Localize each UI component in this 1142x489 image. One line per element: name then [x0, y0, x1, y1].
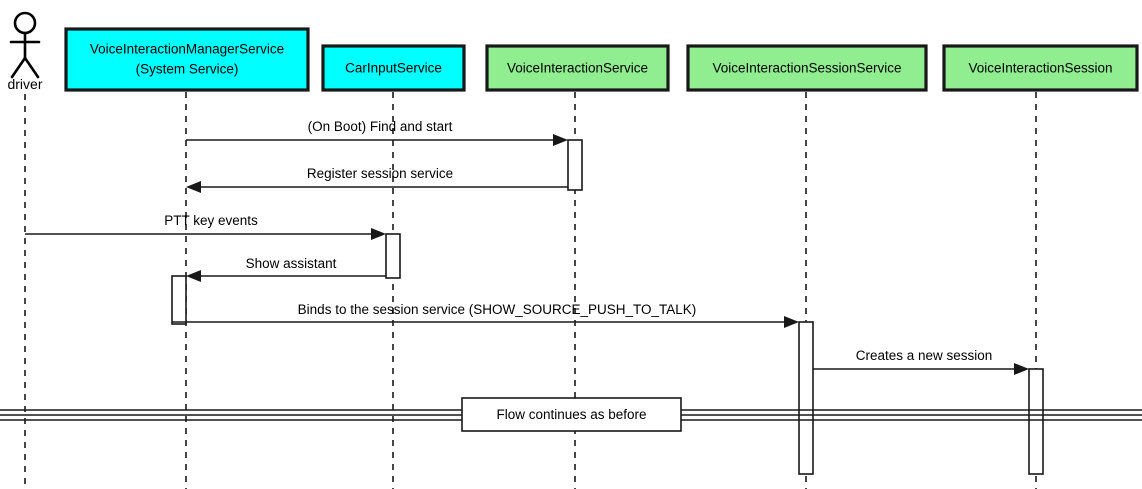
- activation-bar-cis: [385, 233, 401, 279]
- participant-vims-label-line1: VoiceInteractionManagerService: [90, 42, 284, 57]
- message-register-session-service[interactable]: Register session service: [186, 166, 568, 193]
- participant-viss-box[interactable]: [686, 44, 928, 92]
- message-ptt-key-events[interactable]: PTT key events: [25, 213, 386, 240]
- message-show-assistant[interactable]: Show assistant: [186, 256, 386, 282]
- participant-vis-box[interactable]: [485, 44, 670, 92]
- participant-vsession-label: VoiceInteractionSession: [968, 61, 1112, 76]
- actor-label: driver: [7, 76, 42, 92]
- divider-label: Flow continues as before: [496, 407, 646, 422]
- message-on-boot-find-and-start[interactable]: (On Boot) Find and start: [186, 119, 568, 146]
- activation-bar-viss: [798, 321, 814, 475]
- divider-flow-continues: Flow continues as before: [0, 397, 1142, 432]
- message-arrowhead-icon: [1014, 363, 1029, 375]
- participant-cis-label: CarInputService: [345, 61, 442, 76]
- actor-driver[interactable]: driver: [7, 11, 43, 92]
- participant-vsession[interactable]: VoiceInteractionSession: [942, 44, 1139, 92]
- participant-vims-box[interactable]: [64, 27, 310, 92]
- activation-bar-vis: [567, 139, 583, 191]
- activation-bars-group: [171, 139, 1044, 475]
- message-creates-a-new-session[interactable]: Creates a new session: [813, 348, 1029, 375]
- participant-vims-label-line2: (System Service): [136, 62, 239, 77]
- message-binds-to-session-service[interactable]: Binds to the session service (SHOW_SOURC…: [172, 302, 799, 328]
- participant-vis-label: VoiceInteractionService: [507, 61, 648, 76]
- message-label: Binds to the session service (SHOW_SOURC…: [298, 302, 697, 317]
- divider-box: [461, 397, 682, 432]
- participant-vsession-box[interactable]: [942, 44, 1139, 92]
- lifelines-group: [24, 92, 1037, 489]
- participant-viss-label: VoiceInteractionSessionService: [712, 61, 901, 76]
- message-label: Show assistant: [246, 256, 337, 271]
- participant-viss[interactable]: VoiceInteractionSessionService: [686, 44, 928, 92]
- message-label: Creates a new session: [856, 348, 993, 363]
- activation-bar-vims: [171, 275, 187, 325]
- participant-vims[interactable]: VoiceInteractionManagerService (System S…: [64, 27, 310, 92]
- participant-cis-box[interactable]: [321, 44, 466, 92]
- participant-vis[interactable]: VoiceInteractionService: [485, 44, 670, 92]
- activation-bar-vsession: [1028, 368, 1044, 475]
- message-arrowhead-icon: [186, 181, 201, 193]
- participant-cis[interactable]: CarInputService: [321, 44, 466, 92]
- message-arrowhead-icon: [371, 228, 386, 240]
- message-label: Register session service: [307, 166, 453, 181]
- message-arrowhead-icon: [784, 316, 799, 328]
- actor-head-icon: [13, 11, 37, 35]
- message-arrowhead-icon: [553, 134, 568, 146]
- actor-leg-left-icon: [10, 56, 27, 79]
- message-arrowhead-icon: [186, 270, 201, 282]
- actor-leg-right-icon: [23, 56, 40, 79]
- message-label: PTT key events: [164, 213, 258, 228]
- message-label: (On Boot) Find and start: [308, 119, 453, 134]
